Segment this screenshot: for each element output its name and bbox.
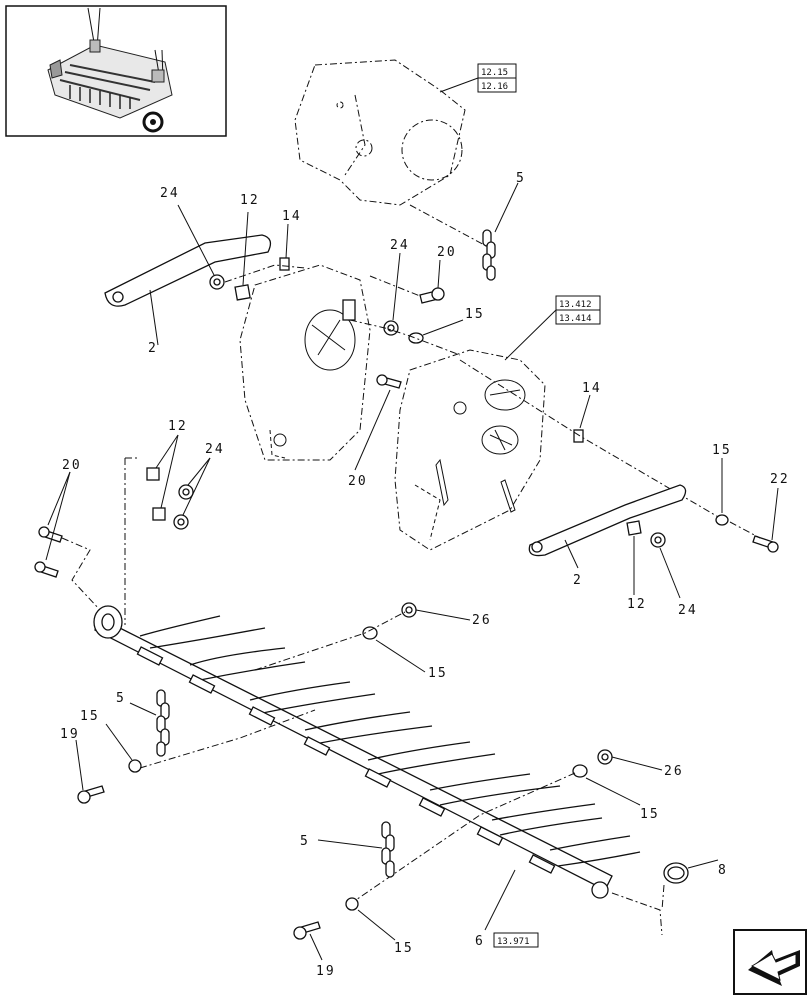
tine-shaft-6: 6 13.971: [93, 605, 641, 949]
callout-26: 26: [472, 613, 492, 628]
hardware-middle-upper: 24 20 15: [349, 238, 485, 356]
callout-15: 15: [80, 709, 100, 724]
callout-12: 12: [627, 597, 647, 612]
hardware-bar-upper: 26 15: [254, 602, 492, 681]
callout-12: 12: [240, 193, 260, 208]
hardware-upper-left: 24 12 14: [160, 186, 306, 301]
hardware-bar-left: 5 15 19: [60, 689, 316, 804]
middle-side-plate: [239, 264, 371, 461]
ref-12-16: 12.16: [481, 82, 508, 92]
callout-12: 12: [168, 419, 188, 434]
callout-24: 24: [390, 238, 410, 253]
ref-12-15: 12.15: [481, 68, 508, 78]
arm-2-right: 2: [528, 484, 687, 588]
ref-13-414: 13.414: [559, 314, 592, 324]
callout-5: 5: [116, 691, 126, 706]
callout-15: 15: [394, 941, 414, 956]
chain-5-upper: 5: [482, 171, 526, 281]
callout-20: 20: [62, 458, 82, 473]
arm-2-left: 2: [104, 234, 272, 356]
callout-19: 19: [316, 964, 336, 979]
callout-20: 20: [437, 245, 457, 260]
callout-2: 2: [573, 573, 583, 588]
collar-8: 8: [611, 859, 728, 936]
callout-15: 15: [465, 307, 485, 322]
callout-15: 15: [712, 443, 732, 458]
hardware-left-middle: 12 24: [146, 419, 225, 530]
reference-box-13-412: 13.412 13.414: [504, 295, 601, 361]
callout-24: 24: [678, 603, 698, 618]
ref-13-971: 13.971: [497, 937, 530, 947]
callout-15: 15: [428, 666, 448, 681]
hardware-bar-bottom: 5 15 19: [293, 821, 414, 979]
callout-5: 5: [516, 171, 526, 186]
ref-13-412: 13.412: [559, 300, 592, 310]
callout-20: 20: [348, 474, 368, 489]
upper-side-plate: [294, 59, 466, 206]
hardware-lower-right: 12 24: [626, 520, 698, 618]
callout-19: 19: [60, 727, 80, 742]
callout-22: 22: [770, 472, 790, 487]
callout-8: 8: [718, 863, 728, 878]
hardware-bar-right: 26 15: [349, 749, 684, 905]
hardware-right-edge: 15 22: [712, 443, 790, 553]
right-side-plate: [394, 349, 546, 551]
overview-thumbnail: [5, 5, 227, 137]
bolt-20-middle: 20: [348, 374, 402, 489]
next-page-arrow-icon[interactable]: [733, 929, 807, 995]
bolts-20-left: 20: [34, 457, 140, 625]
callout-24: 24: [205, 442, 225, 457]
callout-2: 2: [148, 341, 158, 356]
callout-24: 24: [160, 186, 180, 201]
callout-26: 26: [664, 764, 684, 779]
callout-6: 6: [475, 934, 485, 949]
callout-15: 15: [640, 807, 660, 822]
callout-14: 14: [582, 381, 602, 396]
reference-box-12-15: 12.15 12.16: [439, 63, 517, 93]
callout-5: 5: [300, 834, 310, 849]
callout-14: 14: [282, 209, 302, 224]
